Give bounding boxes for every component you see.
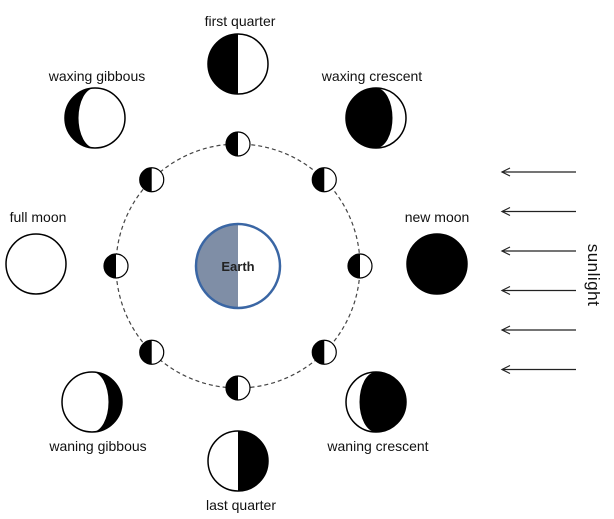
earth: Earth bbox=[194, 222, 282, 310]
orbit-moon bbox=[139, 167, 165, 193]
waning-crescent-moon bbox=[345, 371, 407, 433]
earth-day-side bbox=[238, 224, 280, 308]
waxing-gibbous-moon bbox=[64, 87, 126, 149]
last-quarter-moon bbox=[207, 430, 269, 492]
sunlight-arrow bbox=[500, 246, 576, 256]
waxing-gibbous-label: waxing gibbous bbox=[48, 68, 146, 84]
sunlight-arrow bbox=[500, 206, 576, 217]
full-moon-moon bbox=[5, 233, 67, 295]
sunlight-arrow bbox=[500, 167, 576, 177]
waxing-crescent-label: waxing crescent bbox=[321, 68, 422, 84]
sunlight-arrow bbox=[500, 285, 576, 296]
orbit-moon bbox=[225, 131, 251, 157]
first-quarter-moon bbox=[207, 33, 269, 95]
sunlight-label: sunlight bbox=[584, 244, 603, 307]
waning-gibbous-moon bbox=[61, 371, 123, 433]
orbit-moon bbox=[347, 253, 373, 279]
phase-moons: new moon waxing crescent first quarter waxi… bbox=[5, 13, 470, 513]
earth-night-side bbox=[196, 224, 238, 308]
sunlight-arrow bbox=[500, 364, 576, 375]
waning-gibbous-label: waning gibbous bbox=[48, 438, 146, 454]
sunlight-arrows bbox=[500, 167, 576, 375]
waxing-crescent-moon bbox=[345, 87, 407, 149]
earth-outline bbox=[194, 222, 282, 310]
orbit-moon bbox=[103, 253, 129, 279]
waning-crescent-label: waning crescent bbox=[326, 438, 428, 454]
earth-label: Earth bbox=[221, 259, 254, 274]
orbit-moon bbox=[139, 339, 165, 365]
last-quarter-label: last quarter bbox=[206, 497, 276, 513]
orbit-moon bbox=[311, 167, 337, 193]
full-moon-label: full moon bbox=[10, 209, 67, 225]
orbit-moons bbox=[103, 131, 373, 401]
orbit-moon bbox=[225, 375, 251, 401]
new-moon-label: new moon bbox=[405, 209, 470, 225]
new-moon-moon bbox=[406, 233, 468, 295]
orbit-moon bbox=[311, 339, 337, 365]
sunlight-arrow bbox=[500, 325, 576, 335]
first-quarter-label: first quarter bbox=[205, 13, 276, 29]
